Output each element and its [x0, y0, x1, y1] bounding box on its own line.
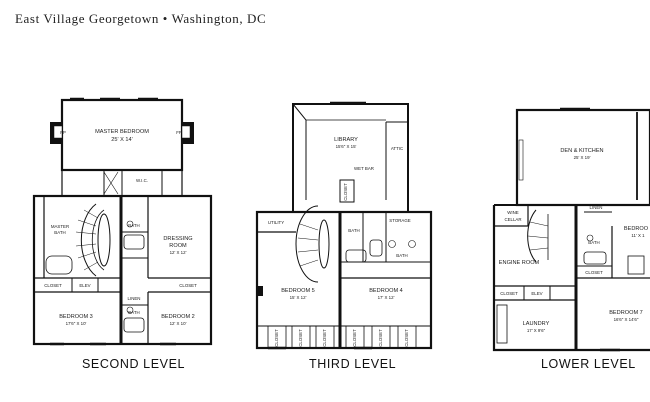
- room-label: WET BAR: [354, 166, 374, 171]
- room-dims: 12' X 10': [170, 321, 187, 326]
- room-dims: 15' X 12': [290, 295, 307, 300]
- closet-label: CLOSET: [378, 329, 383, 347]
- room-label: LIBRARY: [334, 137, 358, 143]
- room-label: BEDROOM 3: [59, 314, 93, 320]
- room-label: CLOSET: [500, 291, 518, 296]
- room-label: UTILITY: [268, 220, 284, 225]
- closet-label: CLOSET: [352, 329, 357, 347]
- room-label: LINEN: [128, 296, 141, 301]
- room-dims: 17' X 12': [378, 295, 395, 300]
- level-title-lower: LOWER LEVEL: [541, 357, 636, 371]
- closet-label: CLOSET: [274, 329, 279, 347]
- room-label: CELLAR: [504, 217, 521, 222]
- room-label: BEDROOM 4: [369, 288, 403, 294]
- second-level-plan: [32, 97, 213, 346]
- room-label: BATH: [128, 223, 139, 228]
- room-label: ELEV: [79, 283, 90, 288]
- room-label: BATH: [348, 228, 359, 233]
- room-label: W.I.C.: [136, 178, 148, 183]
- room-dims: 17'6" X 10': [66, 321, 87, 326]
- level-title-third: THIRD LEVEL: [309, 357, 397, 371]
- room-dims: 16'6" X 14'6": [614, 317, 639, 322]
- room-label: ELEV: [531, 291, 542, 296]
- room-label: BEDROOM 2: [161, 314, 195, 320]
- room-label: BATH: [54, 230, 65, 235]
- room-label: WINE: [507, 210, 519, 215]
- level-title-second: SECOND LEVEL: [82, 357, 186, 371]
- closet-label: CLOSET: [298, 329, 303, 347]
- room-label: ATTIC: [391, 146, 403, 151]
- room-label: CLOSET: [179, 283, 197, 288]
- room-label: BEDROOM 5: [281, 288, 315, 294]
- room-label: BEDROOM 7: [609, 310, 643, 316]
- room-label: MASTER BEDROOM: [95, 129, 149, 135]
- closet-label: CLOSET: [322, 329, 327, 347]
- room-label: CLOSET: [343, 183, 348, 201]
- fireplace-label: FP: [60, 130, 66, 135]
- room-label: LINEN: [590, 205, 603, 210]
- room-label: ROOM: [169, 243, 187, 249]
- fireplace-label: FP: [176, 130, 182, 135]
- room-label: LAUNDRY: [523, 321, 550, 327]
- closet-label: CLOSET: [404, 329, 409, 347]
- room-dims: 15'6" X 15': [336, 144, 357, 149]
- room-label: STORAGE: [389, 218, 410, 223]
- room-label: ENGINE ROOM: [499, 260, 540, 266]
- lower-level-plan: [492, 107, 650, 352]
- room-label: BEDROO: [624, 226, 649, 232]
- room-dims: 11' X 1: [631, 233, 645, 238]
- room-label: MASTER: [51, 224, 69, 229]
- room-label: CLOSET: [585, 270, 603, 275]
- room-dims: 17' X 9'6": [527, 328, 546, 333]
- room-label: BATH: [128, 310, 139, 315]
- room-label: BATH: [588, 240, 599, 245]
- room-label: DRESSING: [163, 236, 192, 242]
- room-dims: 25' X 14': [111, 137, 132, 143]
- third-level-plan: [255, 101, 433, 350]
- room-label: BATH: [396, 253, 407, 258]
- room-dims: 12' X 12': [170, 250, 187, 255]
- room-label: CLOSET: [44, 283, 62, 288]
- room-dims: 25' X 19': [574, 155, 591, 160]
- page-title: East Village Georgetown • Washington, DC: [15, 11, 267, 26]
- room-label: DEN & KITCHEN: [560, 148, 603, 154]
